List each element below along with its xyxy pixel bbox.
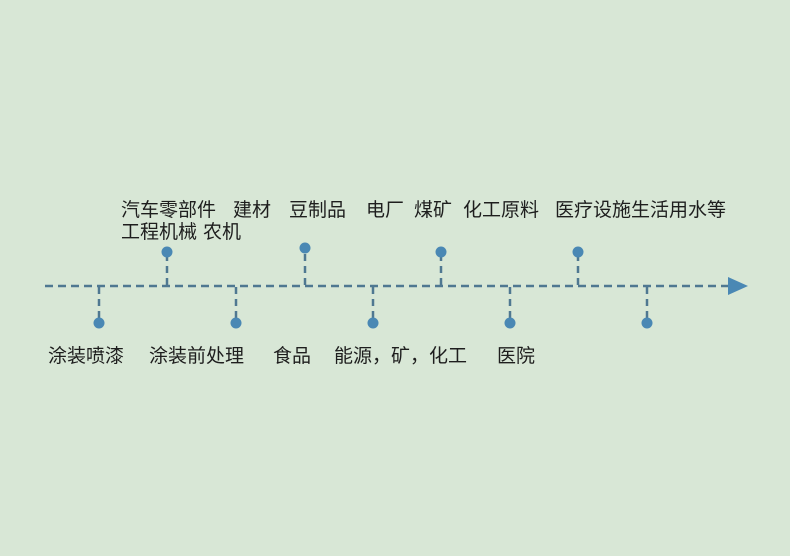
marker-dot [641, 317, 653, 329]
label-food: 食品 [273, 345, 312, 367]
label-automotive-parts: 汽车零部件 [121, 199, 217, 221]
label-building-materials: 建材 [233, 199, 272, 221]
marker-dot [572, 246, 584, 258]
marker-dot [504, 317, 516, 329]
label-energy-mining-chemical: 能源，矿，化工 [334, 345, 468, 367]
marker-dot [230, 317, 242, 329]
top-marker-2 [299, 242, 311, 285]
label-hospital: 医院 [497, 345, 536, 367]
bottom-marker-1 [93, 287, 105, 329]
label-coating-painting: 涂装喷漆 [48, 345, 125, 367]
marker-dot [93, 317, 105, 329]
top-marker-1 [161, 246, 173, 285]
arrow-right-icon [728, 277, 748, 295]
bottom-marker-4 [504, 287, 516, 329]
bottom-marker-5 [641, 287, 653, 329]
marker-dot [367, 317, 379, 329]
top-marker-4 [572, 246, 584, 285]
label-bean-products: 豆制品 [289, 199, 347, 221]
label-chemical-materials: 化工原料 [463, 199, 540, 221]
marker-dot [435, 246, 447, 258]
label-pre-coating-treatment: 涂装前处理 [149, 345, 245, 367]
label-power-plant: 电厂 [366, 199, 405, 221]
bottom-marker-3 [367, 287, 379, 329]
bottom-marker-2 [230, 287, 242, 329]
label-coal-mine: 煤矿 [414, 199, 453, 221]
marker-dot [161, 246, 173, 258]
marker-dot [299, 242, 311, 254]
label-medical-facilities: 医疗设施生活用水等 [555, 199, 727, 221]
top-marker-3 [435, 246, 447, 285]
label-machinery: 工程机械 农机 [121, 221, 242, 243]
